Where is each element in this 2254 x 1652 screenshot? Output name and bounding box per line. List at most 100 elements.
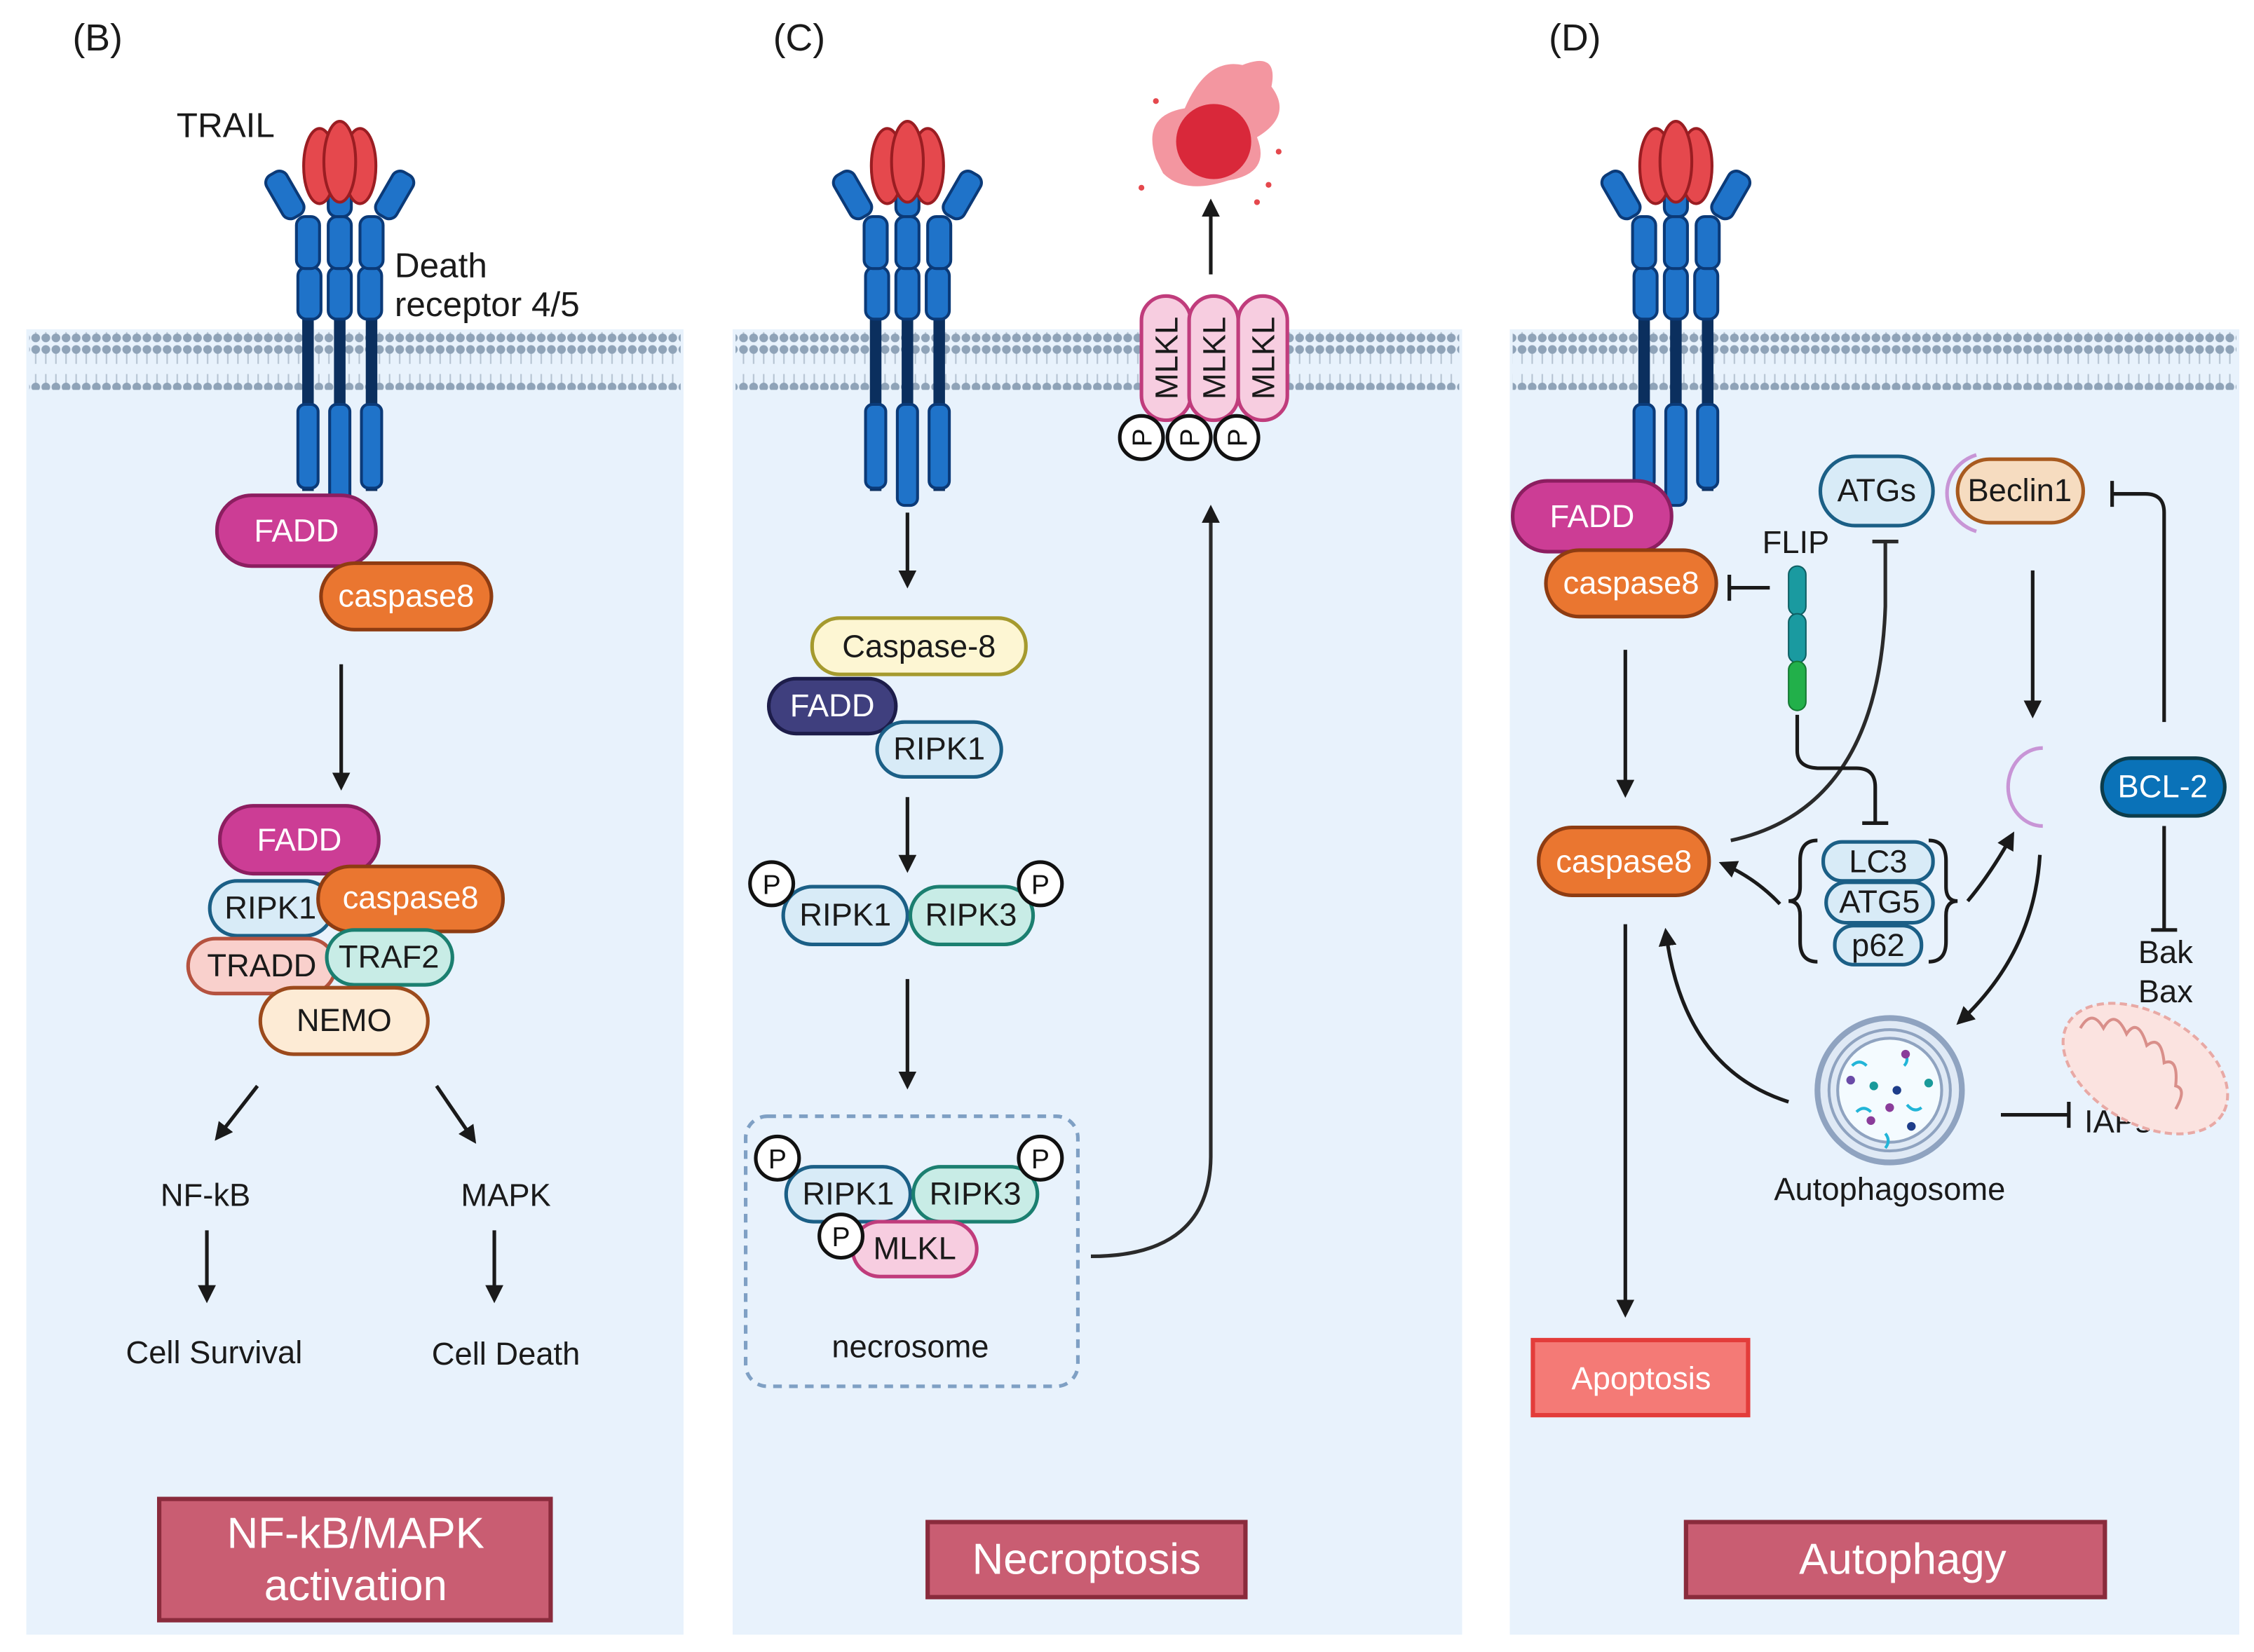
fadd-protein: FADD [766,676,898,736]
phagophore-arc-icon [2006,746,2043,828]
caspase8-protein: Caspase-8 [810,616,1028,676]
inhibition-line [2000,1102,2071,1128]
arrow [435,1084,477,1144]
svg-text:TRADD: TRADD [207,948,316,983]
cell-survival-label: Cell Survival [125,1334,302,1370]
svg-text:MLKL: MLKL [873,1231,956,1267]
svg-text:Autophagy: Autophagy [1799,1536,2007,1584]
svg-text:BCL-2: BCL-2 [2118,768,2208,804]
bax-label: Bax [2138,974,2193,1009]
apoptosis-box: Apoptosis [1530,1337,1751,1418]
svg-text:RIPK1: RIPK1 [802,1175,894,1211]
bak-label: Bak [2138,934,2193,970]
traf2-protein: TRAF2 [325,928,454,987]
mlkl-pore: MLKL MLKL MLKL P P P [1118,294,1289,461]
svg-text:Caspase-8: Caspase-8 [842,628,996,664]
signaling-complex: FADD RIPK1 caspase8 TRADD TRAF2 NEMO [186,804,505,1056]
bcl2-protein: BCL-2 [2100,756,2227,818]
fadd-protein: FADD [218,804,381,876]
inhibition-line [1795,714,1889,825]
inhibition-line [1727,575,1770,601]
mitochondrion-icon [2061,1002,2229,1135]
phospho-icon [754,1134,801,1182]
svg-text:RIPK1: RIPK1 [893,731,985,767]
caspase8-protein: caspase8 [1537,825,1711,897]
svg-text:ATG5: ATG5 [1839,884,1920,920]
panel-letter-b: (B) [72,18,122,59]
svg-text:P: P [1031,870,1050,900]
svg-text:ATGs: ATGs [1838,472,1916,508]
flip-protein-icon [1788,565,1807,711]
phospho-icon [1017,860,1064,908]
lc3-atg5-p62-complex: LC3 ATG5 p62 [1788,838,1958,967]
ripk1-ripk3-dimer: RIPK1 RIPK3 P P [748,860,1064,947]
panel-c [733,329,1462,1635]
inhibition-line [2110,481,2166,723]
ripk1-protein: RIPK1 [875,720,1003,779]
caspase8-protein: caspase8 [316,864,505,934]
phospho-icon [1017,1134,1064,1182]
autophagosome-icon [1814,1015,1965,1166]
svg-text:NF-kB/MAPK: NF-kB/MAPK [227,1510,484,1558]
phagophore-arc-icon [1945,453,1977,533]
caspase8-protein: caspase8 [319,561,494,632]
svg-text:FADD: FADD [790,688,875,723]
svg-text:FADD: FADD [254,513,339,549]
svg-text:RIPK3: RIPK3 [925,897,1017,933]
svg-text:P: P [832,1222,850,1252]
trail-label: TRAIL [177,107,275,145]
svg-text:MLKL: MLKL [1197,317,1233,400]
tradd-protein: TRADD [186,936,338,996]
svg-text:p62: p62 [1852,927,1905,963]
nemo-protein: NEMO [258,985,430,1056]
necrosome-complex: RIPK1 RIPK3 MLKL P P P necrosome [744,1114,1080,1388]
panel-letter-d: (D) [1549,18,1601,59]
receptor-label-1: Death [395,247,487,285]
svg-text:MLKL: MLKL [1246,317,1282,400]
svg-text:caspase8: caspase8 [343,880,479,915]
ripk1-protein: RIPK1 [208,879,334,938]
svg-text:P: P [1176,428,1206,446]
beclin1-protein: Beclin1 [1955,457,2086,525]
cell-membrane [29,332,681,390]
svg-text:RIPK1: RIPK1 [224,889,316,925]
phospho-icon [817,1213,865,1260]
atgs-protein: ATGs [1818,454,1935,528]
svg-text:NEMO: NEMO [297,1002,392,1038]
svg-text:P: P [1031,1145,1050,1175]
svg-text:RIPK3: RIPK3 [930,1175,1021,1211]
phospho-icon [748,860,796,908]
svg-text:Apoptosis: Apoptosis [1571,1360,1711,1396]
svg-text:caspase8: caspase8 [1563,565,1699,601]
flip-label: FLIP [1763,524,1830,560]
svg-text:Necroptosis: Necroptosis [972,1536,1201,1584]
receptor-label-2: receptor 4/5 [395,285,580,324]
svg-text:RIPK1: RIPK1 [799,897,891,933]
arrow [1966,831,2014,903]
svg-text:FADD: FADD [257,822,342,858]
cell-death-label: Cell Death [432,1336,581,1372]
cell-membrane [735,332,1460,390]
cell-membrane [1512,332,2236,390]
svg-text:LC3: LC3 [1849,843,1907,879]
svg-text:P: P [763,870,781,900]
arrow [1090,505,1220,1259]
svg-text:activation: activation [264,1562,447,1610]
svg-text:P: P [1128,428,1158,446]
title-box-necroptosis: Necroptosis [925,1520,1248,1599]
nfkb-label: NF-kB [161,1177,250,1213]
autophagosome-label: Autophagosome [1774,1171,2005,1207]
arrow [215,1084,259,1141]
title-box-nfkb-mapk: NF-kB/MAPK activation [156,1496,553,1623]
title-box-autophagy: Autophagy [1683,1520,2107,1599]
svg-text:caspase8: caspase8 [338,578,474,613]
arrow [1718,861,1781,906]
svg-text:Beclin1: Beclin1 [1967,472,2072,508]
svg-text:caspase8: caspase8 [1556,843,1692,879]
svg-text:P: P [1223,428,1254,446]
inhibition-line [2151,826,2178,932]
caspase8-protein: caspase8 [1544,548,1718,619]
panel-letter-c: (C) [773,18,825,59]
arrow [1956,854,2042,1025]
